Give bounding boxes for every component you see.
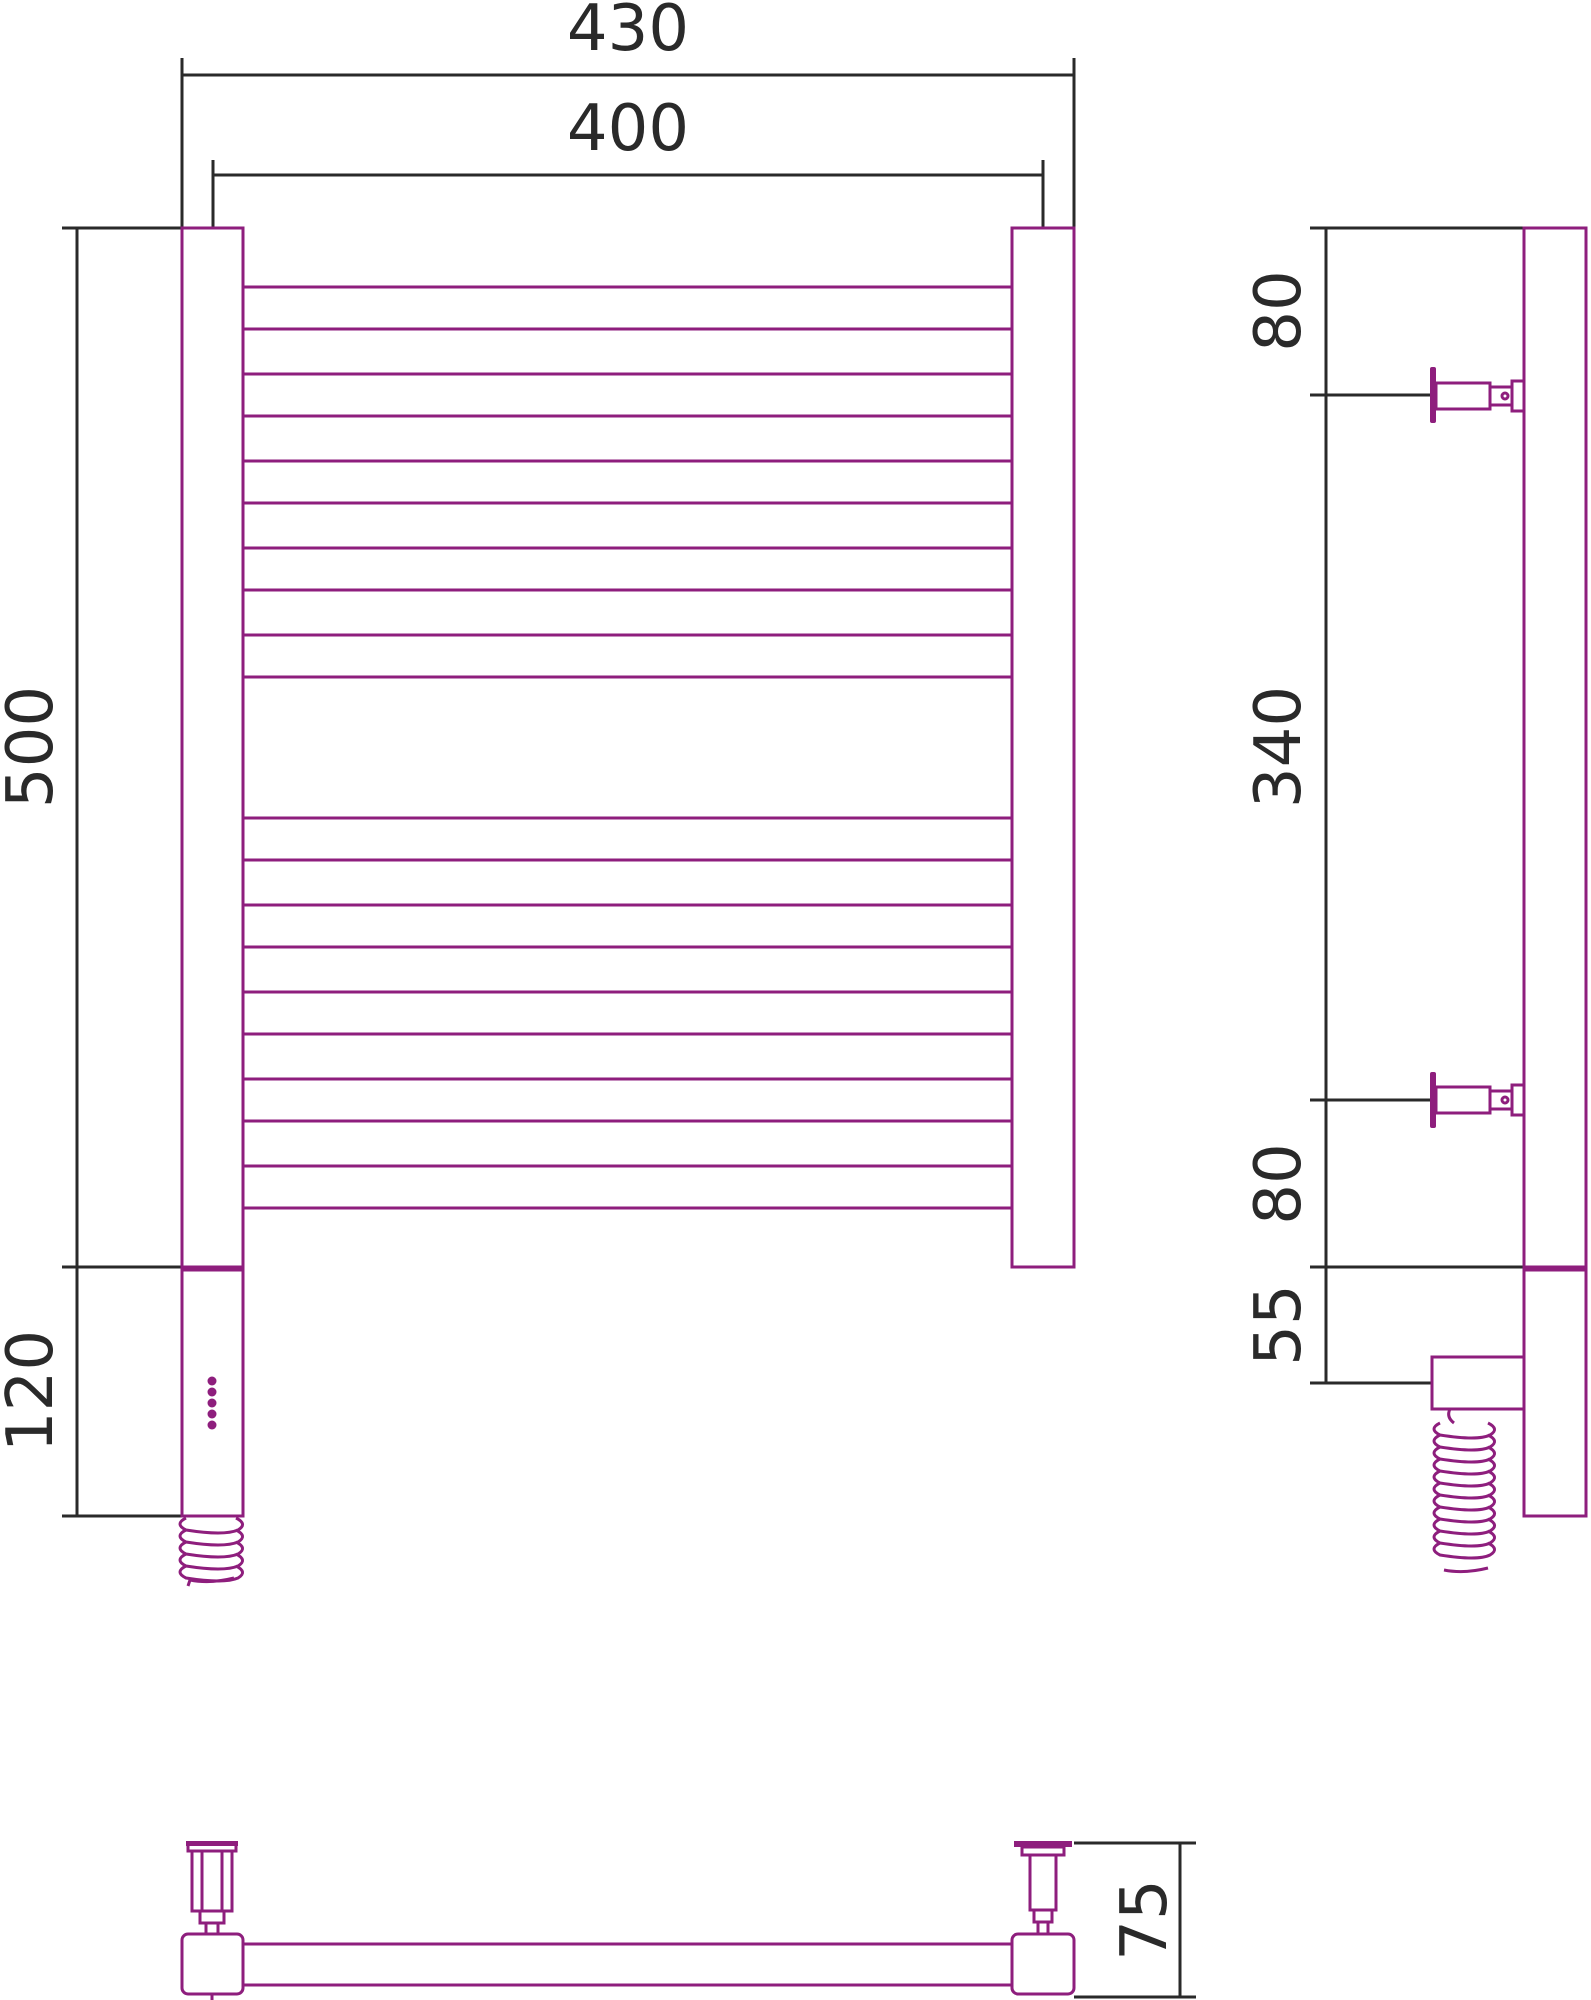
rung bbox=[243, 903, 1012, 949]
wall-bracket-upper bbox=[1430, 367, 1526, 423]
lower-rungs bbox=[243, 816, 1012, 1210]
rung bbox=[243, 633, 1012, 679]
dimension-label-depth: 75 bbox=[1108, 1879, 1182, 1960]
right-collector bbox=[1010, 226, 1076, 1269]
dimension-inner-width: 400 bbox=[211, 92, 1045, 228]
top-view-right-end bbox=[1010, 1841, 1076, 1996]
side-power-cord-spring bbox=[1432, 1408, 1496, 1574]
power-cord-spring bbox=[178, 1516, 244, 1587]
dimension-label-outlet-offset: 55 bbox=[1242, 1284, 1316, 1365]
top-view-left-end bbox=[180, 1841, 245, 2000]
rung bbox=[243, 285, 1012, 331]
dimension-label-height: 500 bbox=[0, 686, 68, 808]
wall-bracket-lower bbox=[1430, 1072, 1526, 1128]
rung bbox=[243, 990, 1012, 1036]
front-view: 430 400 500 120 bbox=[0, 0, 1076, 1587]
dimension-element-height: 120 bbox=[0, 1267, 182, 1518]
dimension-depth: 75 bbox=[1074, 1841, 1196, 1999]
dimension-height: 500 bbox=[0, 226, 182, 1269]
top-view: 75 bbox=[180, 1841, 1196, 2000]
heating-element-housing bbox=[180, 1265, 245, 1518]
dimension-label-bottom-offset: 80 bbox=[1242, 1143, 1316, 1224]
side-collector bbox=[1522, 226, 1588, 1269]
rung bbox=[243, 1164, 1012, 1210]
rung bbox=[243, 546, 1012, 592]
dimension-label-inner-width: 400 bbox=[567, 92, 689, 166]
side-heating-element bbox=[1522, 1265, 1588, 1518]
dimension-overall-width: 430 bbox=[180, 0, 1076, 228]
dimension-label-overall-width: 430 bbox=[567, 0, 689, 66]
rung bbox=[243, 1077, 1012, 1123]
side-outlet-block bbox=[1430, 1355, 1526, 1411]
dimension-label-top-offset: 80 bbox=[1242, 270, 1316, 351]
rung bbox=[243, 459, 1012, 505]
left-collector bbox=[180, 226, 245, 1269]
rung bbox=[243, 372, 1012, 418]
dimension-label-element-height: 120 bbox=[0, 1330, 68, 1452]
side-view: 80 340 80 55 bbox=[1242, 226, 1588, 1574]
upper-rungs bbox=[243, 285, 1012, 679]
dimension-label-bracket-spacing: 340 bbox=[1242, 686, 1316, 808]
rung bbox=[243, 816, 1012, 862]
